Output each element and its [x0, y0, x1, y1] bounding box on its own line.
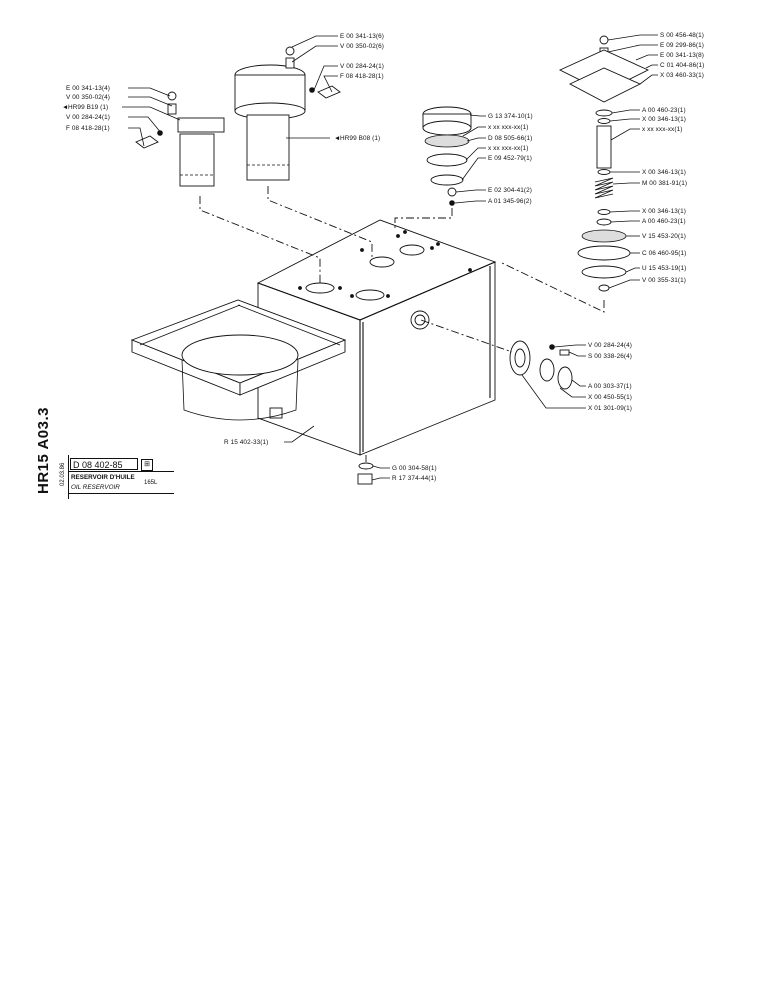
callout-text: x xx xxx-xx(1) [488, 124, 528, 131]
callout-text: X 00 346-13(1) [642, 208, 686, 215]
callout-text: V 00 284-24(4) [588, 342, 632, 349]
center-filter [234, 46, 341, 181]
callout-text: A 00 460-23(1) [642, 218, 686, 225]
ref-marker-icon: ◄ [334, 135, 340, 142]
callout-text: HR99 B19 (1) [68, 104, 108, 111]
callout-text: F 08 418-28(1) [66, 125, 110, 132]
leader-lines [122, 34, 658, 481]
capacity-label: 165L [144, 480, 158, 486]
callout-text: G 00 304-58(1) [392, 465, 437, 472]
callout-text: M 00 381-91(1) [642, 180, 687, 187]
callout-text: S 00 338-26(4) [588, 353, 632, 360]
sheet-grid-icon: ⊞ [141, 459, 153, 471]
bottom-drain [357, 462, 374, 485]
callout-text: V 00 355-31(1) [642, 277, 686, 284]
front-hopper [130, 299, 347, 421]
callout-text: X 01 301-09(1) [588, 405, 632, 412]
callout-text: V 00 284-24(1) [340, 63, 384, 70]
callout-text: U 15 453-19(1) [642, 265, 686, 272]
callout-text: E 09 452-79(1) [488, 155, 532, 162]
callout-text: E 09 299-86(1) [660, 42, 704, 49]
callout-text: R 17 374-44(1) [392, 475, 436, 482]
ref-marker-icon: ◄ [62, 104, 68, 111]
callout-text: x xx xxx-xx(1) [488, 145, 528, 152]
left-filter [135, 91, 225, 187]
callout-text: R 15 402-33(1) [224, 439, 268, 446]
callout-text: E 00 341-13(8) [660, 52, 704, 59]
callout-text: E 00 341-13(6) [340, 33, 384, 40]
callout-text: F 08 418-28(1) [340, 73, 384, 80]
callout-text: E 02 304-41(2) [488, 187, 532, 194]
side-flange [509, 340, 573, 390]
callout-text: E 00 341-13(4) [66, 85, 110, 92]
callout-text: HR99 B08 (1) [340, 135, 380, 142]
callout-text: A 00 303-37(1) [588, 383, 632, 390]
callout-text: X 00 450-55(1) [588, 394, 632, 401]
callout-text: S 00 456-48(1) [660, 32, 704, 39]
callout-labels: E 00 341-13(6) V 00 350-02(6) V 00 284-2… [62, 32, 704, 482]
callout-text: X 00 346-13(1) [642, 116, 686, 123]
title-block-rule [68, 455, 69, 499]
callout-text: X 00 346-13(1) [642, 169, 686, 176]
title-block-rule [68, 493, 174, 494]
title-block-rule [68, 471, 174, 472]
callout-text: V 00 350-02(4) [66, 94, 110, 101]
valve-stack [558, 35, 650, 292]
callout-text: V 15 453-20(1) [642, 233, 686, 240]
title-french: RESERVOIR D'HUILE [71, 474, 135, 481]
callout-text: D 08 505-66(1) [488, 135, 532, 142]
callout-text: x xx xxx-xx(1) [642, 126, 682, 133]
callout-text: V 00 284-24(1) [66, 114, 110, 121]
title-english: OIL RESERVOIR [71, 484, 120, 491]
callout-text: V 00 350-02(6) [340, 43, 384, 50]
sheet-code: HR15 A03.3 [35, 407, 52, 494]
callout-text: G 13 374-10(1) [488, 113, 533, 120]
callout-text: A 00 460-23(1) [642, 107, 686, 114]
callout-text: C 06 460-95(1) [642, 250, 686, 257]
callout-text: A 01 345-96(2) [488, 198, 532, 205]
breather-stack [422, 106, 472, 206]
assembly-lines [199, 186, 605, 462]
callout-text: C 01 404-86(1) [660, 62, 704, 69]
sheet-date: 02.03.86 [60, 462, 66, 486]
drawing-number: D 08 402-85 [70, 458, 138, 470]
callout-text: X 03 460-33(1) [660, 72, 704, 79]
